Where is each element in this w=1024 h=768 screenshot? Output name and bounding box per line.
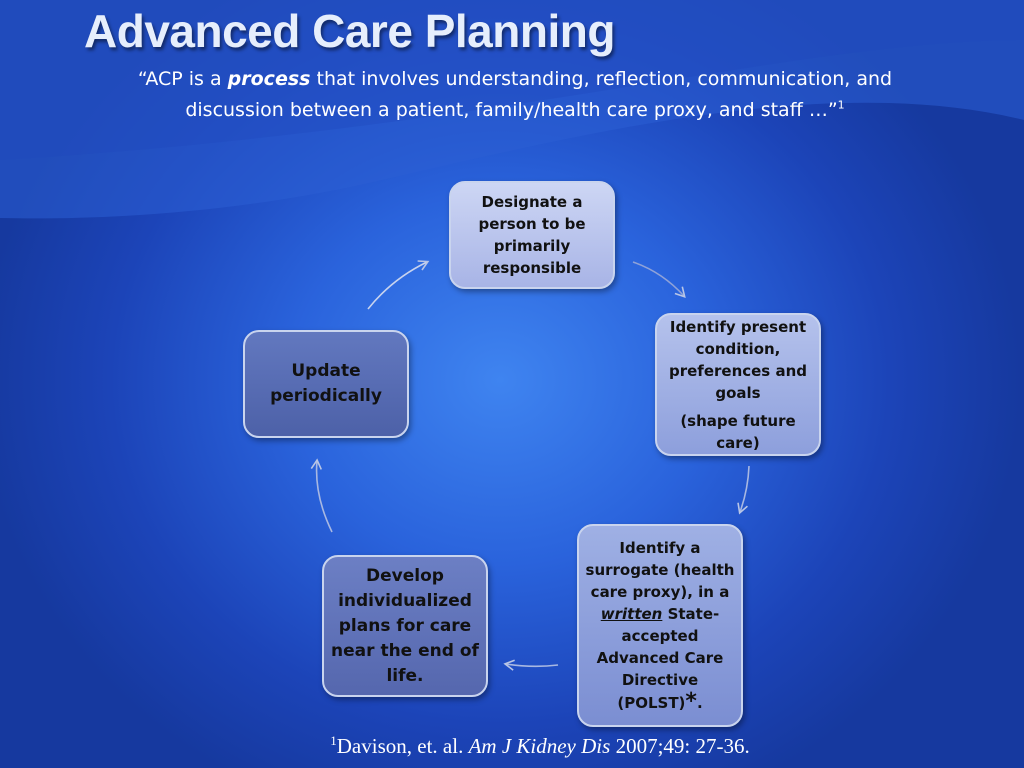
step-develop-plans-text: Develop individualized plans for care ne… <box>331 565 479 686</box>
arrow-develop-to-update <box>310 458 333 533</box>
slide-title: Advanced Care Planning <box>84 5 615 57</box>
surrogate-text-part2: State-accepted Advanced Care Directive (… <box>596 605 724 712</box>
step-update-box: Update periodically <box>243 330 409 438</box>
step-identify-condition-box: Identify present condition, preferences … <box>655 313 821 456</box>
step-identify-condition-note: (shape future care) <box>680 411 796 452</box>
citation-details: 2007;49: 27-36. <box>610 734 750 758</box>
quote-open: “ACP is a <box>137 68 228 90</box>
step-designate-box: Designate a person to be primarily respo… <box>449 181 615 289</box>
arrow-designate-to-identify <box>632 261 686 298</box>
acp-definition-quote: “ACP is a process that involves understa… <box>120 64 910 126</box>
step-designate-text: Designate a person to be primarily respo… <box>478 193 586 277</box>
quote-rest: that involves understanding, reflection,… <box>185 68 893 121</box>
citation-journal: Am J Kidney Dis <box>468 734 611 758</box>
surrogate-asterisk: * <box>685 689 697 714</box>
surrogate-text-part1: Identify a surrogate (health care proxy)… <box>585 539 735 601</box>
surrogate-text-written: written <box>600 605 663 623</box>
citation: 1Davison, et. al. Am J Kidney Dis 2007;4… <box>0 734 1024 759</box>
surrogate-text-end: . <box>696 694 703 712</box>
step-identify-condition-text: Identify present condition, preferences … <box>668 317 807 402</box>
arrow-surrogate-to-develop <box>503 659 559 671</box>
step-update-text: Update periodically <box>270 361 382 406</box>
citation-marker: 1 <box>330 733 337 748</box>
step-identify-surrogate-box: Identify a surrogate (health care proxy)… <box>577 524 743 727</box>
arrow-update-to-designate <box>367 260 430 310</box>
step-develop-plans-box: Develop individualized plans for care ne… <box>322 555 488 697</box>
step-identify-surrogate-text: Identify a surrogate (health care proxy)… <box>579 537 741 714</box>
quote-emphasis-process: process <box>227 68 311 90</box>
citation-authors: Davison, et. al. <box>336 734 469 758</box>
arrow-identify-to-surrogate <box>737 465 750 515</box>
quote-footnote-marker: 1 <box>837 98 845 112</box>
